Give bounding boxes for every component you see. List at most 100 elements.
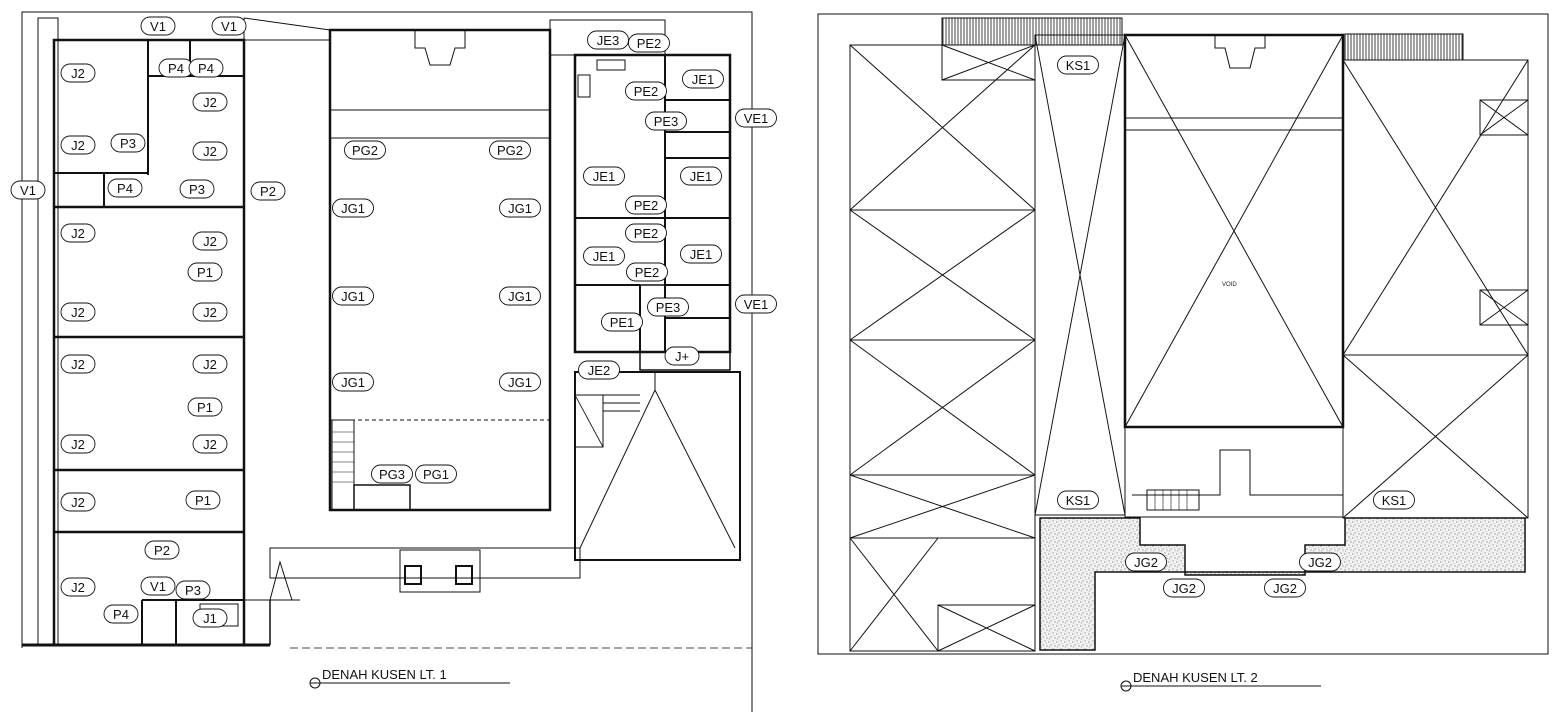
tag-label: P3 <box>120 136 136 151</box>
tag-label: P1 <box>197 265 213 280</box>
door-window-tag: P4 <box>188 58 224 78</box>
door-window-tag: KS1 <box>1373 490 1415 510</box>
tag-bubble <box>680 244 722 264</box>
tag-bubble <box>626 262 668 282</box>
door-window-tag: J2 <box>60 577 96 597</box>
door-window-tag: JG2 <box>1264 578 1306 598</box>
tag-bubble <box>175 580 211 600</box>
tag-label: PE2 <box>635 265 660 280</box>
tag-bubble <box>192 434 228 454</box>
tag-label: PE3 <box>656 300 681 315</box>
door-window-tag: PE2 <box>626 262 668 282</box>
tag-bubble <box>499 198 541 218</box>
tag-bubble <box>735 294 777 314</box>
tag-bubble <box>192 231 228 251</box>
tag-bubble <box>499 372 541 392</box>
upper-floor-plan <box>817 13 1549 655</box>
door-window-tag: PE2 <box>625 195 667 215</box>
tag-bubble <box>60 354 96 374</box>
tag-bubble <box>60 63 96 83</box>
tag-label: P3 <box>189 182 205 197</box>
door-window-tag: J2 <box>60 302 96 322</box>
door-window-tag: P2 <box>144 540 180 560</box>
tag-bubble <box>192 92 228 112</box>
door-window-tag: JE1 <box>583 166 625 186</box>
tag-label: P1 <box>197 400 213 415</box>
tag-bubble <box>185 490 221 510</box>
tag-label: J2 <box>71 437 85 452</box>
tag-label: PG2 <box>352 143 378 158</box>
door-window-tag: J2 <box>60 63 96 83</box>
tag-bubble <box>192 302 228 322</box>
door-window-tag: P1 <box>187 262 223 282</box>
tag-label: JE1 <box>690 169 712 184</box>
tag-bubble <box>144 540 180 560</box>
tag-label: J2 <box>71 580 85 595</box>
tag-label: J+ <box>675 349 689 364</box>
plan-title-lt1: DENAH KUSEN LT. 1 <box>322 667 447 682</box>
tag-label: JE1 <box>690 247 712 262</box>
tag-bubble <box>103 604 139 624</box>
tag-bubble <box>601 312 643 332</box>
tag-label: PE1 <box>610 315 635 330</box>
tag-label: P2 <box>154 543 170 558</box>
door-window-tag: P1 <box>187 397 223 417</box>
tag-label: PE2 <box>637 36 662 51</box>
tag-label: J2 <box>203 234 217 249</box>
tag-bubble <box>645 111 687 131</box>
door-window-tag: J2 <box>192 231 228 251</box>
tag-label: JG1 <box>508 201 532 216</box>
tag-label: PE2 <box>634 226 659 241</box>
door-window-tag: V1 <box>140 16 176 36</box>
door-window-tag: JG1 <box>332 372 374 392</box>
tag-bubble <box>647 297 689 317</box>
tag-bubble <box>499 286 541 306</box>
ground-floor-title: DENAH KUSEN LT. 1 <box>309 667 510 689</box>
door-window-tag: J1 <box>192 608 228 628</box>
tag-label: JG1 <box>341 289 365 304</box>
tag-label: JG1 <box>341 375 365 390</box>
door-window-tag: KS1 <box>1057 55 1099 75</box>
tag-bubble <box>1264 578 1306 598</box>
tag-bubble <box>625 195 667 215</box>
tag-bubble <box>250 181 286 201</box>
door-window-tag: J2 <box>60 223 96 243</box>
door-window-tag: J2 <box>60 354 96 374</box>
tag-label: JG2 <box>1134 555 1158 570</box>
door-window-tag: P3 <box>179 179 215 199</box>
tag-label: JG2 <box>1273 581 1297 596</box>
tag-label: JE1 <box>692 72 714 87</box>
tag-label: JG1 <box>508 375 532 390</box>
tag-label: PE2 <box>634 198 659 213</box>
upper-floor-title: DENAH KUSEN LT. 2 <box>1120 670 1321 692</box>
door-window-tag: KS1 <box>1057 490 1099 510</box>
door-window-tag: JE1 <box>680 166 722 186</box>
door-window-tag: J2 <box>192 434 228 454</box>
tag-bubble <box>140 16 176 36</box>
tag-bubble <box>332 198 374 218</box>
tag-bubble <box>60 223 96 243</box>
tag-label: J1 <box>203 611 217 626</box>
tag-label: J2 <box>71 138 85 153</box>
door-window-tag: VE1 <box>735 294 777 314</box>
tag-label: JG1 <box>508 289 532 304</box>
tag-bubble <box>1373 490 1415 510</box>
door-window-tag: J2 <box>60 434 96 454</box>
tag-label: J2 <box>203 95 217 110</box>
door-window-tag: PE2 <box>625 223 667 243</box>
tag-label: JE1 <box>593 169 615 184</box>
tag-bubble <box>1163 578 1205 598</box>
tag-label: KS1 <box>1066 493 1091 508</box>
tag-bubble <box>583 246 625 266</box>
tag-label: J2 <box>203 144 217 159</box>
tag-bubble <box>192 141 228 161</box>
door-window-tag: JG2 <box>1125 552 1167 572</box>
tag-bubble <box>1299 552 1341 572</box>
tag-label: J2 <box>71 357 85 372</box>
tag-bubble <box>187 262 223 282</box>
door-window-tag: P3 <box>175 580 211 600</box>
door-window-tag: P4 <box>158 58 194 78</box>
door-window-tag: J2 <box>192 302 228 322</box>
